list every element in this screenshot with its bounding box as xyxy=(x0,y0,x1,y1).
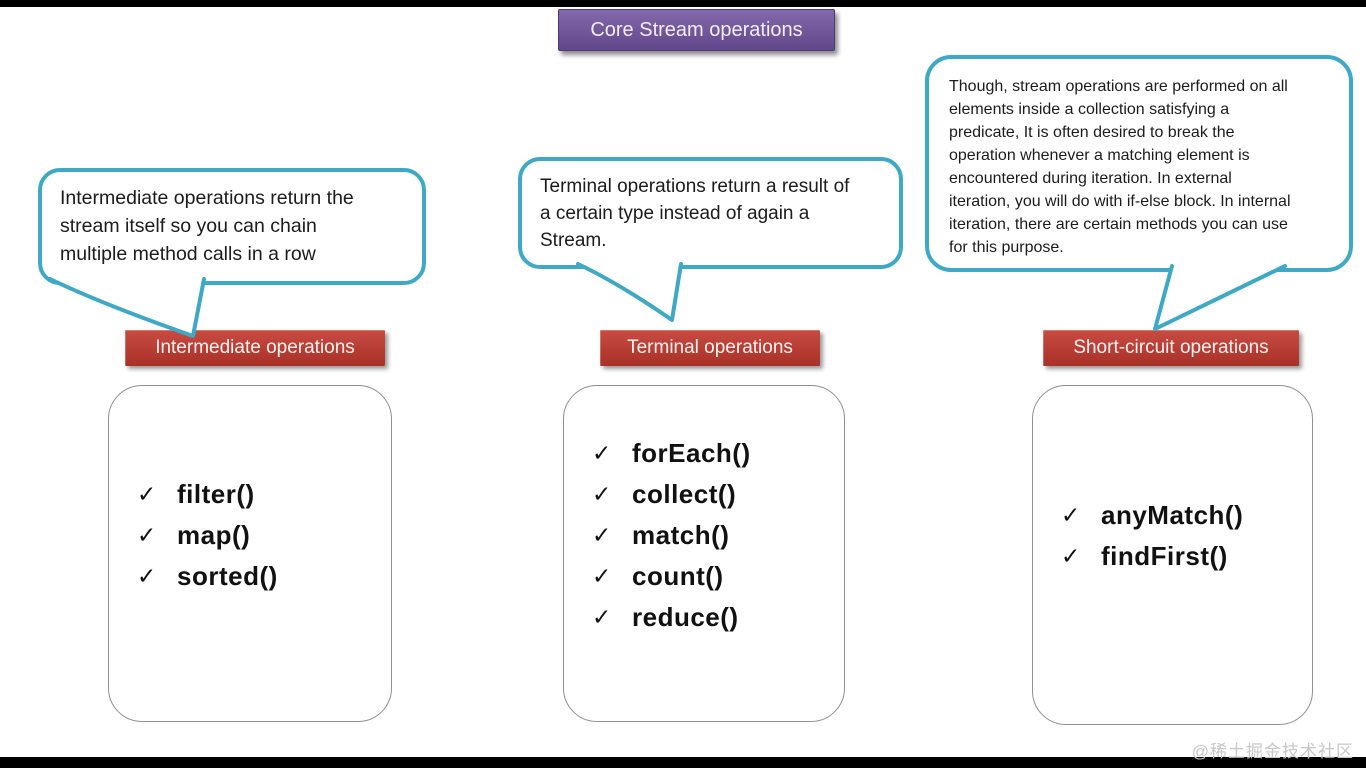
method-name: collect() xyxy=(632,479,737,509)
method-item: ✓ forEach() xyxy=(592,433,834,474)
methods-box-terminal: ✓ forEach() ✓ collect() ✓ match() ✓ coun… xyxy=(563,385,845,722)
callout-intermediate-text: Intermediate operations return the strea… xyxy=(60,187,354,265)
callout-terminal: Terminal operations return a result of a… xyxy=(518,157,903,269)
callout-short-circuit: Though, stream operations are performed … xyxy=(925,55,1353,272)
method-item: ✓ match() xyxy=(592,515,834,556)
method-item: ✓ map() xyxy=(137,515,381,556)
top-black-bar xyxy=(0,0,1366,7)
category-label-terminal-text: Terminal operations xyxy=(627,337,793,358)
category-label-terminal: Terminal operations xyxy=(600,330,820,366)
check-icon: ✓ xyxy=(1061,502,1081,528)
callout-tail-terminal xyxy=(576,262,683,322)
category-label-short-circuit: Short-circuit operations xyxy=(1043,330,1299,366)
check-icon: ✓ xyxy=(592,522,612,548)
check-icon: ✓ xyxy=(137,522,157,548)
method-name: count() xyxy=(632,561,724,591)
method-item: ✓ filter() xyxy=(137,474,381,515)
methods-list-short-circuit: ✓ anyMatch() ✓ findFirst() xyxy=(1061,495,1302,577)
check-icon: ✓ xyxy=(1061,543,1081,569)
check-icon: ✓ xyxy=(137,563,157,589)
method-name: match() xyxy=(632,520,730,550)
callout-intermediate: Intermediate operations return the strea… xyxy=(38,168,426,285)
methods-list-terminal: ✓ forEach() ✓ collect() ✓ match() ✓ coun… xyxy=(592,433,834,638)
category-label-intermediate: Intermediate operations xyxy=(125,330,385,366)
callout-short-circuit-text: Though, stream operations are performed … xyxy=(949,78,1291,256)
watermark: @稀土掘金技术社区 xyxy=(1191,742,1354,761)
callout-terminal-text: Terminal operations return a result of a… xyxy=(540,176,850,251)
methods-list-intermediate: ✓ filter() ✓ map() ✓ sorted() xyxy=(137,474,381,597)
method-item: ✓ collect() xyxy=(592,474,834,515)
method-name: sorted() xyxy=(177,561,278,591)
title-banner: Core Stream operations xyxy=(558,9,835,51)
check-icon: ✓ xyxy=(592,481,612,507)
method-item: ✓ reduce() xyxy=(592,597,834,638)
method-item: ✓ sorted() xyxy=(137,556,381,597)
method-name: anyMatch() xyxy=(1101,500,1244,530)
category-label-short-circuit-text: Short-circuit operations xyxy=(1073,337,1269,358)
check-icon: ✓ xyxy=(592,563,612,589)
methods-box-short-circuit: ✓ anyMatch() ✓ findFirst() xyxy=(1032,385,1313,725)
method-item: ✓ anyMatch() xyxy=(1061,495,1302,536)
check-icon: ✓ xyxy=(137,481,157,507)
category-label-intermediate-text: Intermediate operations xyxy=(155,337,355,358)
check-icon: ✓ xyxy=(592,440,612,466)
methods-box-intermediate: ✓ filter() ✓ map() ✓ sorted() xyxy=(108,385,392,722)
callout-tail-intermediate xyxy=(48,277,206,338)
method-name: reduce() xyxy=(632,602,739,632)
method-name: findFirst() xyxy=(1101,541,1228,571)
check-icon: ✓ xyxy=(592,604,612,630)
method-name: map() xyxy=(177,520,251,550)
method-item: ✓ findFirst() xyxy=(1061,536,1302,577)
method-name: forEach() xyxy=(632,438,751,468)
method-name: filter() xyxy=(177,479,255,509)
method-item: ✓ count() xyxy=(592,556,834,597)
callout-tail-short-circuit xyxy=(1153,264,1287,331)
title-text: Core Stream operations xyxy=(590,18,803,41)
bottom-black-bar xyxy=(0,757,1366,768)
